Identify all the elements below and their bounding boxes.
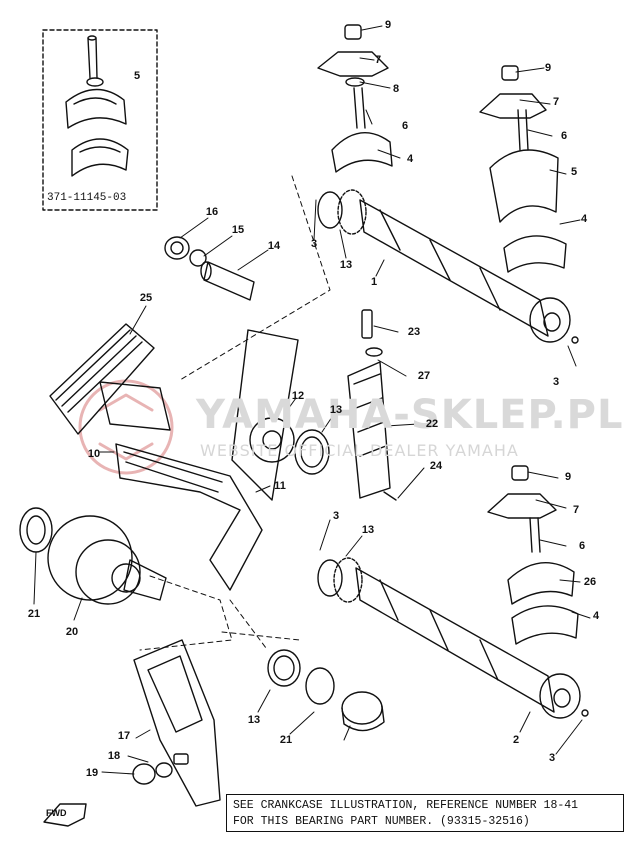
- callout: 19: [85, 767, 99, 779]
- callout: 21: [279, 734, 293, 746]
- callout: 6: [560, 130, 568, 142]
- cam-sprocket: [249, 417, 330, 475]
- callout: 3: [548, 752, 556, 764]
- callout-leaders: [33, 25, 591, 775]
- note-line-2: FOR THIS BEARING PART NUMBER. (93315-325…: [233, 815, 530, 828]
- bearing-set: [164, 236, 255, 301]
- callout: 13: [339, 259, 353, 271]
- callout: 27: [417, 370, 431, 382]
- callout: 4: [592, 610, 600, 622]
- callout: 20: [65, 626, 79, 638]
- callout: 17: [117, 730, 131, 742]
- timing-chain: [115, 329, 299, 591]
- note-line-1: SEE CRANKCASE ILLUSTRATION, REFERENCE NU…: [233, 799, 579, 812]
- callout: 25: [139, 292, 153, 304]
- lower-tensioner: [132, 639, 221, 807]
- cam-gear: [19, 507, 167, 605]
- watermark-logo: [78, 379, 174, 475]
- callout: 12: [291, 390, 305, 402]
- callout: 14: [267, 240, 281, 252]
- callout: 6: [401, 120, 409, 132]
- callout: 9: [384, 19, 392, 31]
- callout: 5: [133, 70, 141, 82]
- callout: 13: [329, 404, 343, 416]
- inset-part-number: 371-11145-03: [47, 192, 127, 204]
- callout: 26: [583, 576, 597, 588]
- callout: 15: [231, 224, 245, 236]
- callout: 4: [580, 213, 588, 225]
- callout: 23: [407, 326, 421, 338]
- callout: 6: [578, 540, 586, 552]
- callout: 3: [552, 376, 560, 388]
- callout: 22: [425, 418, 439, 430]
- callout: 21: [27, 608, 41, 620]
- callout: 18: [107, 750, 121, 762]
- leader-lines: [139, 175, 331, 651]
- upper-camshaft: [317, 189, 579, 344]
- callout: 7: [374, 54, 382, 66]
- callout: 7: [552, 96, 560, 108]
- callout: 8: [392, 83, 400, 95]
- callout: 11: [274, 480, 286, 492]
- inset-part-drawing: [65, 35, 129, 177]
- callout: 9: [564, 471, 572, 483]
- callout: 13: [361, 524, 375, 536]
- upper-cam-caps: [317, 24, 567, 273]
- watermark-subtitle: WEBSITE OFFICIAL DEALER YAMAHA: [200, 441, 519, 460]
- callout: 2: [512, 734, 520, 746]
- lower-bearing-set: [267, 649, 385, 732]
- callout: 9: [544, 62, 552, 74]
- callout: 3: [332, 510, 340, 522]
- lower-cam-caps: [487, 465, 579, 645]
- lower-camshaft: [317, 557, 589, 719]
- chain-tensioner: [347, 309, 397, 501]
- callout: 3: [310, 238, 318, 250]
- callout: 5: [570, 166, 578, 178]
- callout: 24: [429, 460, 443, 472]
- callout: 16: [205, 206, 219, 218]
- fwd-arrow-icon: [43, 803, 87, 827]
- watermark-brand: YAMAHA-SKLEP.PL: [196, 392, 624, 438]
- callout: 10: [87, 448, 101, 460]
- callout: 4: [406, 153, 414, 165]
- callout: 1: [370, 276, 378, 288]
- fwd-label: FWD: [46, 808, 67, 818]
- chain-guide: [49, 323, 171, 435]
- callout: 13: [247, 714, 261, 726]
- bearing-reference-note: SEE CRANKCASE ILLUSTRATION, REFERENCE NU…: [226, 794, 624, 832]
- callout: 7: [572, 504, 580, 516]
- inset-frame: [42, 29, 158, 211]
